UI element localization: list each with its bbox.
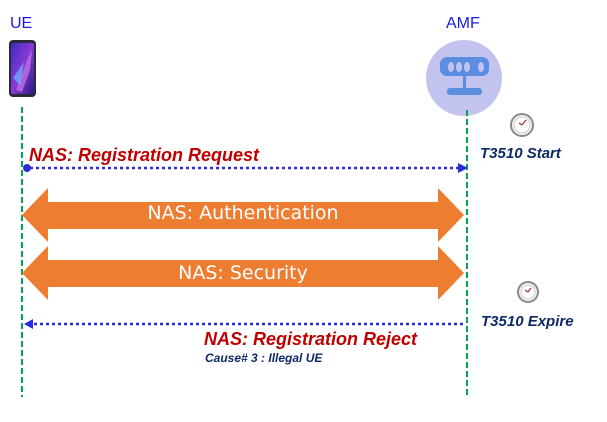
reject-cause-label: Cause# 3 : Illegal UE (205, 351, 323, 365)
security-label: NAS: Security (178, 262, 308, 284)
smartphone-icon (9, 40, 36, 97)
clock-icon (517, 281, 539, 303)
timer-expire-label: T3510 Expire (481, 313, 574, 330)
timer-start-label: T3510 Start (480, 145, 561, 162)
registration-request-label: NAS: Registration Request (29, 145, 260, 165)
network-server-icon (426, 40, 502, 116)
ue-label: UE (10, 15, 33, 32)
authentication-arrow (22, 188, 464, 242)
registration-request-arrow (23, 163, 468, 173)
authentication-label: NAS: Authentication (147, 202, 339, 224)
clock-icon (510, 113, 534, 137)
registration-reject-arrow (24, 319, 465, 329)
security-arrow (22, 246, 464, 300)
registration-reject-label: NAS: Registration Reject (204, 329, 418, 349)
amf-label: AMF (446, 15, 480, 32)
